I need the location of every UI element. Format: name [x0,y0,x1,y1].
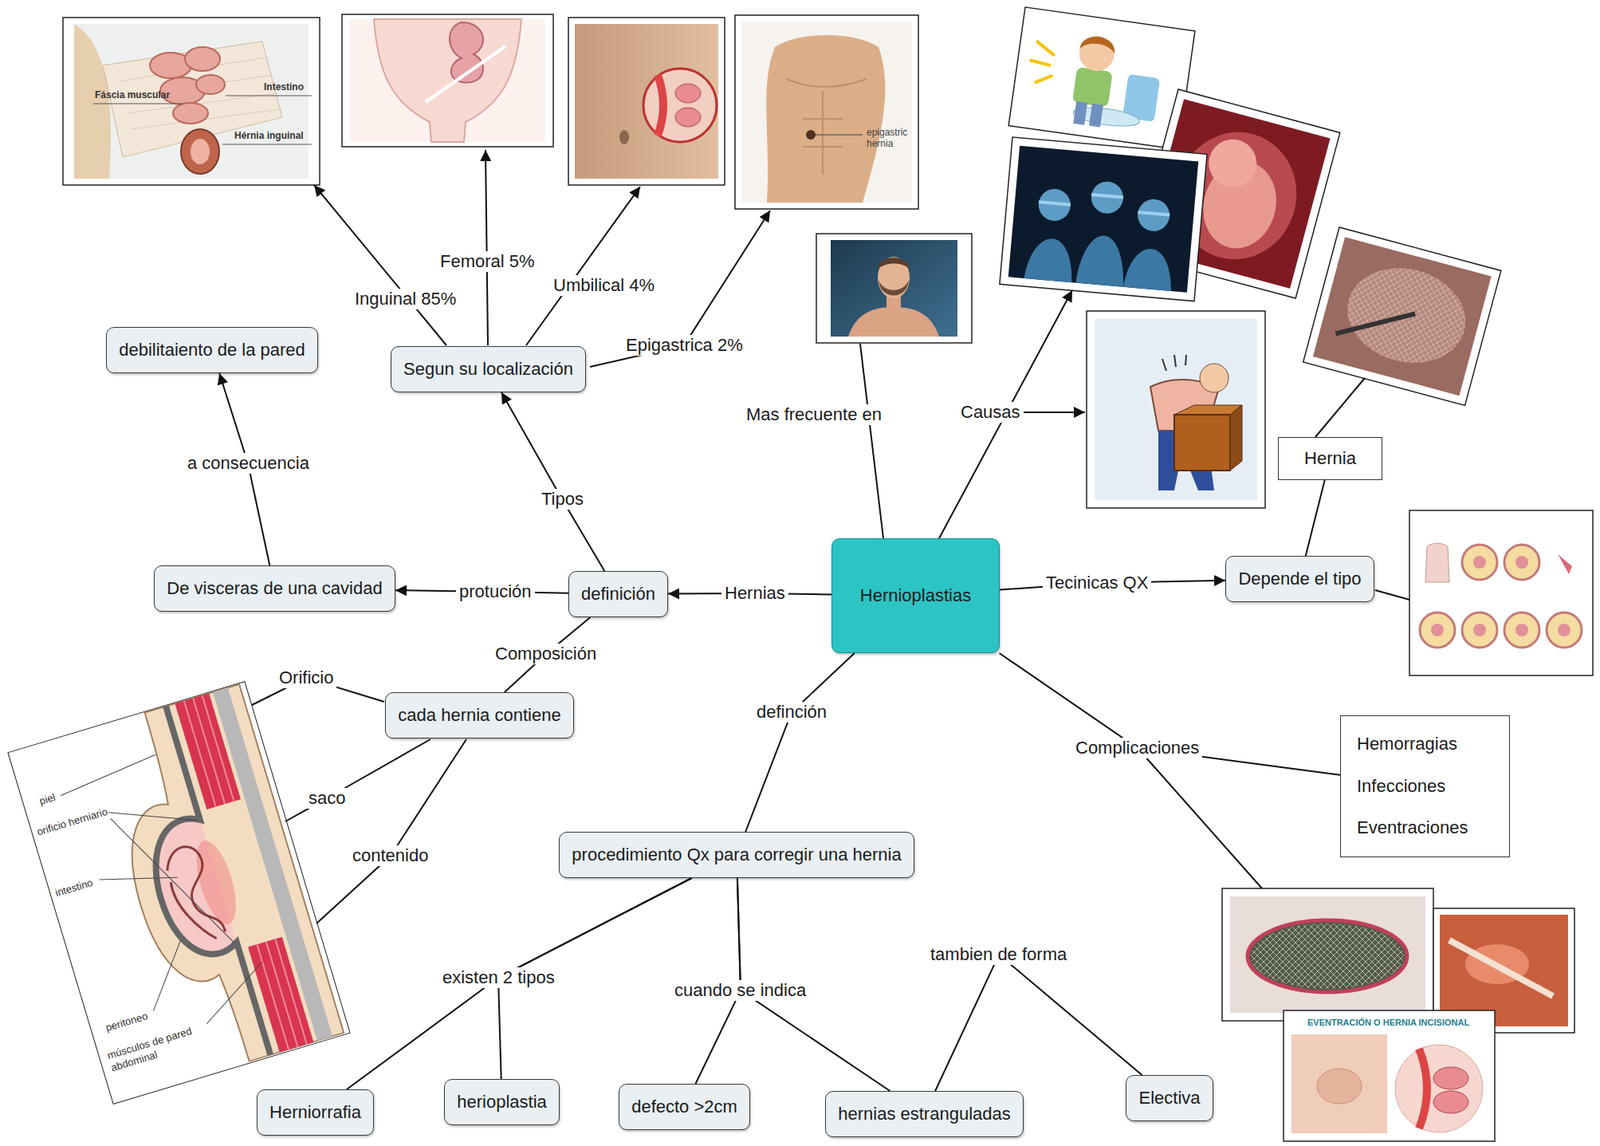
figure-label: intestino [53,876,95,900]
branch-label: Orificio [275,667,337,688]
leader-group [251,149,1410,924]
node-text: Hemorragias [1356,733,1458,755]
incisional-hernia-figure [1283,1010,1495,1141]
concept-box: Electiva [1125,1074,1214,1121]
concept-box: Segun su localización [390,345,586,393]
concept-box: Herniorrafia [256,1088,374,1136]
techniques-illustration [1409,510,1593,676]
edge-label: Complicaciones [1072,737,1203,759]
node-text: Herniorrafia [269,1101,362,1123]
edge-label: Composición [491,643,600,665]
edge-label: Tipos [538,488,587,510]
node-text: Infecciones [1356,775,1446,797]
branch-label: Causas [957,401,1024,423]
connector-arrow [501,392,605,571]
concept-box: hernias estranguladas [825,1090,1024,1137]
man-photo [816,233,972,343]
concept-box: debilitaiento de la pared [106,326,319,374]
figure-label: Hérnia inguinal [234,129,304,142]
figure-label: epigastric hernia [866,126,916,150]
branch-label: Inguinal 85% [351,288,460,310]
femoral-illustration [342,14,554,147]
hernia-anatomy-figure: pielorificio herniario intestino peritoneo… [7,680,350,1105]
figure-title: EVENTRACIÓN O HERNIA INCISIONAL [1307,1017,1470,1028]
figure-label: Fáscia muscular [94,89,170,101]
node-text: herioplastia [456,1091,547,1113]
node-text: procedimiento Qx para corregir una herni… [571,844,901,865]
node-text: Electiva [1138,1087,1200,1109]
concept-box: Hernia [1277,436,1383,480]
node-text: De visceras de una cavidad [166,577,382,599]
umbilical-illustration [568,17,725,185]
edge-label: Tecinicas QX [1042,572,1152,594]
edge-label: existen 2 tipos [439,967,559,988]
connector-line [1305,479,1325,556]
connector-line [935,954,1142,1091]
list-box: HemorragiasInfeccionesEventraciones [1340,715,1510,858]
branch-label: saco [305,787,349,809]
concept-box: Depende el tipo [1225,555,1375,602]
branch-label: Femoral 5% [436,251,539,272]
node-text: Eventraciones [1356,817,1468,838]
edge-label: tambien de forma [927,943,1070,965]
concept-box: herioplastia [444,1078,560,1125]
constipation-illustration [1008,7,1196,150]
connector-line [745,652,855,832]
lifting-illustration [1086,310,1266,508]
edge-label: definción [753,701,830,723]
concept-box: definición [568,570,669,618]
node-text: Depende el tipo [1238,568,1361,590]
concept-box: defecto >2cm [618,1083,751,1130]
edge-label: Hernias [721,582,789,604]
inguinal-illustration [62,17,320,185]
figure-label: peritoneo [104,1009,150,1034]
branch-label: contenido [349,845,432,866]
branch-label: Umbilical 4% [550,275,658,296]
figure-label: orificio herniario [35,804,111,838]
concept-box: De visceras de una cavidad [153,565,396,612]
branch-label: Epigastrica 2% [622,334,747,356]
epigastric-illustration [735,15,919,209]
edge-label: protución [456,581,535,602]
node-text: Segun su localización [403,358,574,380]
edge-label: a consecuencia [184,452,313,474]
node-text: Hernia [1304,448,1357,469]
connector-line [346,877,692,1089]
node-text: hernias estranguladas [837,1103,1011,1125]
figure-label: piel [38,790,58,808]
branch-label: Mas frecuente en [742,404,885,425]
concept-box: procedimiento Qx para corregir una herni… [558,831,915,878]
concept-box: cada hernia contiene [385,691,574,739]
surgeons-photo [999,137,1207,302]
figure-label: Intestino [263,81,304,93]
edge-label: cuando se indica [671,979,810,1001]
connector-line [999,652,1341,775]
node-text: defecto >2cm [631,1096,738,1117]
node-text: definición [581,583,656,605]
node-text: debilitaiento de la pared [118,339,306,361]
wound-photo [1222,888,1434,1021]
node-text: cada hernia contiene [397,704,561,726]
node-text: Hernioplastias [860,585,972,606]
central-node: Hernioplastias [831,538,1000,653]
mesh-photo [1303,227,1502,405]
